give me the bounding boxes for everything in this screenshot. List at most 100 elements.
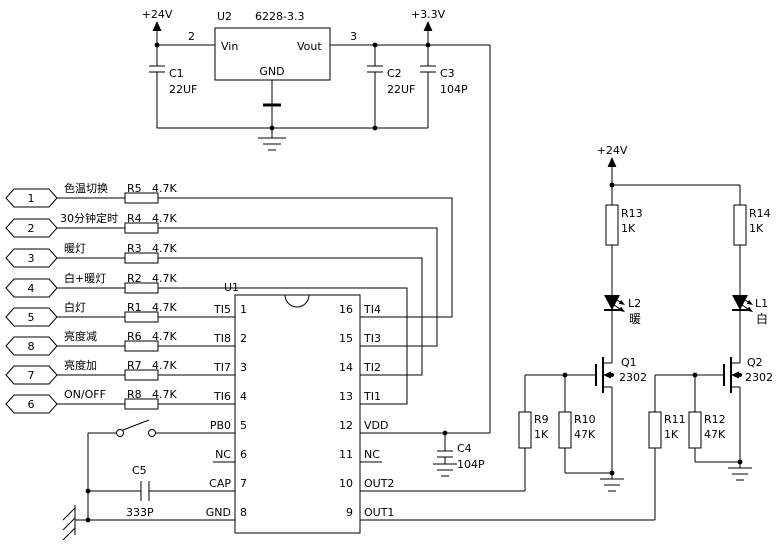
switch-pb0 bbox=[88, 419, 235, 437]
mosfet-part: 2302 bbox=[619, 371, 647, 384]
pin-name: VDD bbox=[364, 419, 388, 432]
pin-number: 4 bbox=[240, 390, 247, 403]
regulator-u2: U2 6228-3.3 Vin Vout GND 2 3 bbox=[157, 10, 490, 151]
power-label-24v-top: +24V bbox=[142, 8, 173, 21]
input-row: 8 亮度减 R6 4.7K bbox=[5, 329, 235, 356]
pin-number: 14 bbox=[339, 361, 353, 374]
wire bbox=[360, 45, 491, 434]
led-arrowhead bbox=[618, 306, 625, 312]
resistor-value: 4.7K bbox=[152, 359, 177, 372]
pin-number: 3 bbox=[240, 361, 247, 374]
resistor-body bbox=[518, 411, 532, 449]
power-pin-33v: +3.3V bbox=[411, 8, 446, 45]
resistor-ref: R8 bbox=[127, 388, 142, 401]
mosfet-ref: Q1 bbox=[621, 356, 637, 369]
pin-name: NC bbox=[364, 448, 380, 461]
wire bbox=[158, 197, 453, 318]
capacitor-symbol bbox=[149, 45, 165, 128]
regulator-ref: U2 bbox=[217, 10, 232, 23]
input-signal-label: ON/OFF bbox=[64, 388, 106, 401]
input-signal-label: 白灯 bbox=[64, 300, 86, 314]
resistor-value: 4.7K bbox=[152, 388, 177, 401]
ground-icon bbox=[433, 463, 457, 477]
led-l1: L1 白 bbox=[732, 295, 768, 326]
input-signal-label: 色温切换 bbox=[64, 181, 108, 195]
pin-number: 8 bbox=[240, 506, 247, 519]
resistor-ref: R12 bbox=[704, 413, 726, 426]
input-row: 4 白+暖灯 R2 4.7K bbox=[5, 271, 408, 405]
resistor-body bbox=[688, 411, 702, 449]
led-color-label: 暖 bbox=[629, 312, 641, 326]
resistor-ref: R11 bbox=[664, 413, 686, 426]
led-emission-arrows bbox=[613, 297, 621, 310]
ground-icon bbox=[258, 128, 286, 151]
ic-ref: U1 bbox=[224, 281, 239, 294]
pin-number: 16 bbox=[339, 303, 353, 316]
junction-dot bbox=[85, 488, 91, 494]
resistor-body bbox=[605, 204, 619, 246]
pin-name: TI5 bbox=[213, 303, 231, 316]
resistor-ref: R4 bbox=[127, 212, 142, 225]
led-color-label: 白 bbox=[756, 311, 768, 326]
resistor-ref: R2 bbox=[127, 272, 142, 285]
junction-dot bbox=[85, 517, 91, 523]
resistor-body bbox=[558, 411, 572, 449]
net-out2-r9: R9 1K bbox=[360, 374, 596, 492]
switch-contact bbox=[148, 429, 156, 437]
capacitor-symbol bbox=[420, 45, 436, 128]
vdd-net bbox=[360, 45, 491, 434]
junction-dot bbox=[372, 125, 378, 131]
wire bbox=[158, 257, 423, 376]
wire bbox=[158, 287, 408, 405]
input-connector-number: 6 bbox=[28, 398, 35, 411]
resistor-ref: R3 bbox=[127, 242, 142, 255]
pin-number: 12 bbox=[339, 419, 353, 432]
pin-label-gnd: GND bbox=[259, 65, 284, 78]
junction-dot bbox=[154, 42, 160, 48]
switch-lever bbox=[122, 419, 150, 431]
capacitor-symbol bbox=[437, 433, 453, 464]
pin-name: OUT1 bbox=[364, 506, 394, 519]
input-row: 3 暖灯 R3 4.7K bbox=[5, 242, 423, 376]
regulator-part: 6228-3.3 bbox=[255, 10, 304, 23]
pin-number: 6 bbox=[240, 448, 247, 461]
input-connector-number: 5 bbox=[28, 311, 35, 324]
resistor-value: 4.7K bbox=[152, 330, 177, 343]
input-connector-number: 8 bbox=[28, 340, 35, 353]
led-emission-arrows bbox=[741, 297, 749, 310]
ic-u1: U1 TI5 TI8 TI7 TI6 PB0 NC CAP GND 1 2 3 … bbox=[206, 281, 394, 534]
cap-ref: C3 bbox=[440, 67, 455, 80]
resistor-value: 1K bbox=[534, 428, 549, 441]
resistor-ref: R9 bbox=[534, 413, 549, 426]
mosfet-arrow bbox=[731, 371, 739, 379]
pin-number-3: 3 bbox=[350, 30, 357, 43]
mosfet-ref: Q2 bbox=[747, 356, 763, 369]
cap-value: 22UF bbox=[169, 83, 197, 96]
input-signal-label: 30分钟定时 bbox=[60, 211, 118, 225]
led-arrowhead bbox=[618, 299, 625, 305]
junction-dot bbox=[610, 373, 614, 377]
input-signal-label: 亮度加 bbox=[64, 358, 97, 372]
pin-name: TI4 bbox=[363, 303, 381, 316]
cap-value: 104P bbox=[457, 458, 485, 471]
pin-number: 11 bbox=[339, 448, 353, 461]
input-row: 1 色温切换 R5 4.7K bbox=[5, 181, 453, 318]
resistor-ref: R5 bbox=[127, 182, 142, 195]
pin-number: 1 bbox=[240, 303, 247, 316]
resistor-value: 1K bbox=[621, 222, 636, 235]
power-arrow-icon bbox=[423, 21, 433, 31]
input-connector-number: 2 bbox=[28, 222, 35, 235]
cap-c3: C3 104P bbox=[420, 45, 468, 128]
resistor-ref: R10 bbox=[574, 413, 596, 426]
pin-label-vout: Vout bbox=[297, 40, 322, 53]
net-out1-r11: R11 1K bbox=[360, 374, 724, 521]
net-r12-pulldown: R12 47K bbox=[688, 375, 740, 463]
mosfet-arrow bbox=[603, 371, 611, 379]
pin-name: TI1 bbox=[363, 390, 381, 403]
power-label-24v-right: +24V bbox=[597, 144, 628, 157]
led-ref: L1 bbox=[755, 297, 768, 310]
pin-name: TI3 bbox=[363, 332, 381, 345]
resistor-value: 4.7K bbox=[152, 212, 177, 225]
led-ref: L2 bbox=[628, 297, 641, 310]
